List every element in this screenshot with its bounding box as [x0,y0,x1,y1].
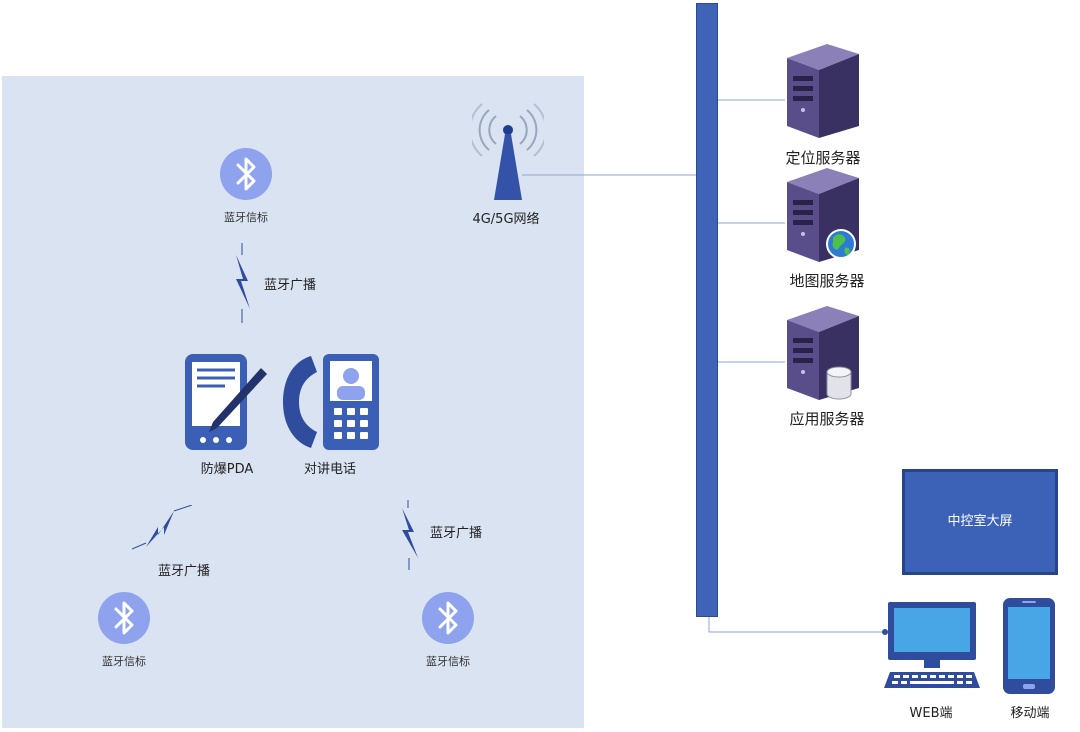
beacon-label-right: 蓝牙信标 [426,655,470,668]
pda-label: 防爆PDA [200,462,254,477]
antenna-tower-icon [472,103,544,200]
control-room-screen: 中控室大屏 [902,469,1058,575]
broadcast-signal-icon [132,505,193,550]
positioning-server-label: 定位服务器 [785,149,861,167]
application-server-icon [787,306,859,400]
mobile-client-label: 移动端 [1010,706,1050,721]
broadcast-signal-icon [402,500,418,570]
intercom-label: 对讲电话 [303,462,357,477]
web-client-label: WEB端 [909,706,953,721]
application-server-label: 应用服务器 [789,410,865,428]
network-backbone [696,3,718,617]
broadcast-label-top: 蓝牙广播 [264,278,317,293]
map-server-icon [787,168,859,262]
bluetooth-beacon-icon [98,592,150,644]
positioning-server-icon [787,44,859,138]
broadcast-label-left: 蓝牙广播 [158,564,211,579]
broadcast-label-right: 蓝牙广播 [430,526,483,541]
map-server-label: 地图服务器 [789,272,865,290]
broadcast-signal-icon [236,243,250,323]
pda-icon [185,354,267,450]
mobile-client-phone-icon [1003,598,1055,694]
control-screen-label: 中控室大屏 [947,514,1013,529]
beacon-label-left: 蓝牙信标 [102,655,146,668]
beacon-label-top: 蓝牙信标 [224,211,268,224]
network-label: 4G/5G网络 [472,212,540,227]
link-web-client [708,617,884,633]
bluetooth-beacon-icon [220,148,272,200]
intercom-phone-icon [283,354,379,450]
web-client-computer-icon [882,602,980,688]
bluetooth-beacon-icon [422,592,474,644]
